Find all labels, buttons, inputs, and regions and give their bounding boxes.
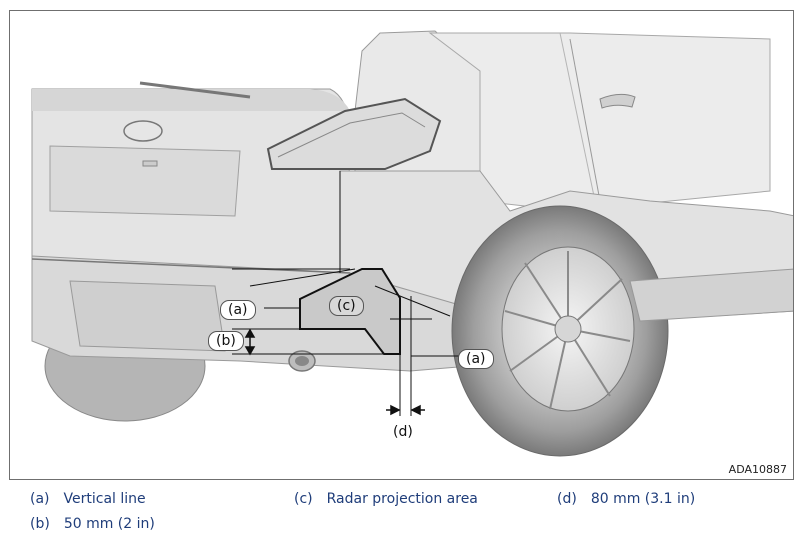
callout-b: (b) bbox=[208, 331, 244, 351]
legend-key: (c) bbox=[294, 491, 313, 507]
figure-frame: (a) (c) (b) (a) (d) ADA10887 bbox=[9, 10, 794, 480]
wheel-hub bbox=[554, 315, 582, 343]
side-window bbox=[428, 32, 771, 212]
side-sill bbox=[629, 268, 793, 322]
tailgate-top bbox=[32, 89, 350, 111]
dimension-b-arrow bbox=[244, 328, 256, 356]
vehicle-illustration bbox=[31, 30, 793, 457]
legend-text: 80 mm (3.1 in) bbox=[590, 491, 696, 507]
legend-key: (d) bbox=[557, 491, 577, 507]
callout-d: (d) bbox=[393, 424, 413, 440]
legend-item-a: (a) Vertical line bbox=[30, 491, 146, 507]
rear-emblem bbox=[123, 120, 163, 142]
leader-c-top bbox=[249, 268, 356, 287]
legend-item-c: (c) Radar projection area bbox=[294, 491, 478, 507]
rear-wiper bbox=[139, 81, 251, 99]
legend-key: (a) bbox=[30, 491, 50, 507]
callout-c: (c) bbox=[329, 296, 364, 316]
tail-lamp-detail bbox=[277, 112, 426, 158]
callout-a-left: (a) bbox=[220, 300, 256, 320]
h-line-right bbox=[374, 285, 451, 317]
tail-lamp bbox=[266, 97, 442, 170]
license-plate-recess bbox=[49, 145, 241, 217]
exhaust-inner bbox=[295, 356, 309, 366]
center-crosshair bbox=[390, 296, 432, 341]
legend-item-d: (d) 80 mm (3.1 in) bbox=[557, 491, 695, 507]
legend-item-b: (b) 50 mm (2 in) bbox=[30, 516, 155, 532]
legend-text: Radar projection area bbox=[326, 491, 478, 507]
bumper-lower bbox=[69, 280, 226, 352]
legend-text: Vertical line bbox=[63, 491, 146, 507]
bumper-crease bbox=[31, 258, 351, 274]
door-handle bbox=[599, 93, 636, 109]
figure-code: ADA10887 bbox=[728, 463, 787, 476]
plate-light bbox=[142, 160, 158, 167]
door-seam-shadow bbox=[559, 32, 596, 202]
callout-a-right: (a) bbox=[458, 349, 494, 369]
dimension-d-arrows bbox=[386, 404, 425, 416]
legend-key: (b) bbox=[30, 516, 50, 532]
legend-text: 50 mm (2 in) bbox=[63, 516, 155, 532]
door-seam bbox=[569, 38, 601, 202]
